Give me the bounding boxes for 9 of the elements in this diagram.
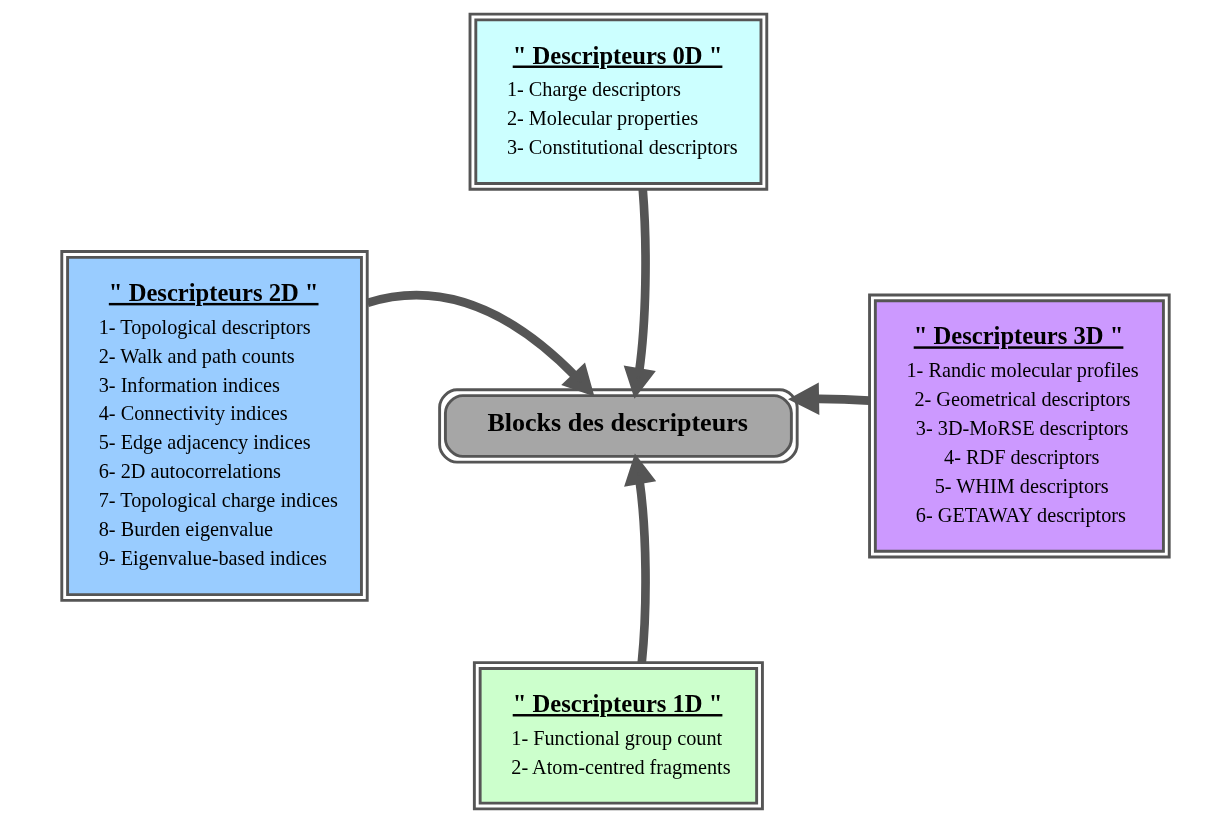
node-box: " Descripteurs 0D " 1- Charge descriptors 2- Molecular properties 3- Constitutional descriptors [468, 12, 768, 191]
arrow [623, 189, 656, 399]
node-box: Blocks des descripteurs [437, 388, 799, 464]
node-box: " Descripteurs 1D " 1- Functional group count 2- Atom-centred fragments [472, 661, 764, 811]
arrow [365, 290, 594, 397]
arrow [787, 382, 870, 416]
node-box: " Descripteurs 3D " 1- Randic molecular profiles 2- Geometrical descriptors 3- 3D-MoRSE descriptors 4- RDF descriptors 5- WHIM descriptors 6- GETAWAY descriptors [867, 293, 1171, 559]
arrow [623, 453, 656, 663]
node-box: " Descripteurs 2D " 1- Topological descriptors 2- Walk and path counts 3- Information indices 4- Connectivity indices 5- Edge adjacency indices 6- 2D autocorrelations 7- Topological charge indices 8- Burden eigenvalue 9- Eigenvalue-based indices [59, 250, 369, 602]
